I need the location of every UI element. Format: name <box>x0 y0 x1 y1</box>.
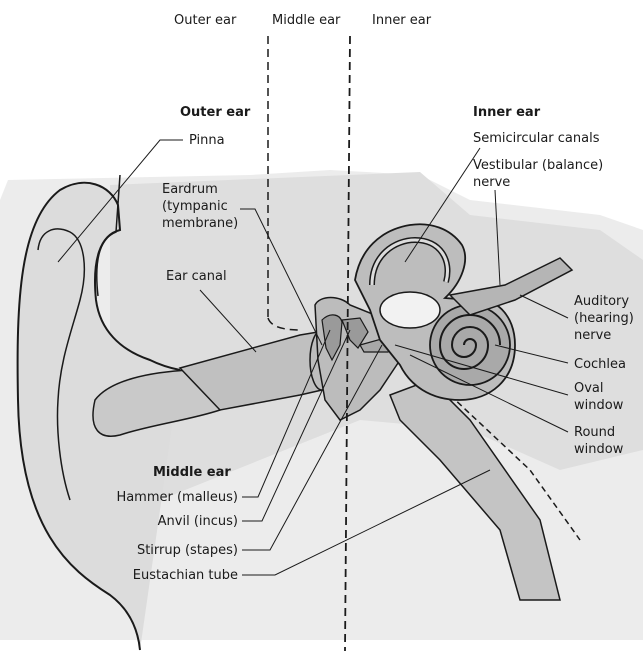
label-semicircular: Semicircular canals <box>473 130 600 147</box>
vestibule <box>380 292 440 328</box>
region-title-middle: Middle ear <box>272 12 340 29</box>
label-ear-canal: Ear canal <box>166 268 227 285</box>
middle-ear-heading: Middle ear <box>153 464 231 481</box>
label-eustachian: Eustachian tube <box>88 567 238 584</box>
label-round-window: Round window <box>574 424 623 458</box>
region-title-inner: Inner ear <box>372 12 431 29</box>
inner-ear-heading: Inner ear <box>473 104 540 121</box>
label-pinna: Pinna <box>189 132 225 149</box>
label-auditory: Auditory (hearing) nerve <box>574 293 634 344</box>
cochlea-shape <box>430 305 510 385</box>
region-title-outer: Outer ear <box>174 12 236 29</box>
label-oval-window: Oval window <box>574 380 623 414</box>
label-stirrup: Stirrup (stapes) <box>98 542 238 559</box>
label-vestibular: Vestibular (balance) nerve <box>473 157 603 191</box>
label-eardrum: Eardrum (tympanic membrane) <box>162 181 238 232</box>
outer-ear-heading: Outer ear <box>180 104 250 121</box>
label-cochlea: Cochlea <box>574 356 626 373</box>
label-hammer: Hammer (malleus) <box>98 489 238 506</box>
label-anvil: Anvil (incus) <box>98 513 238 530</box>
